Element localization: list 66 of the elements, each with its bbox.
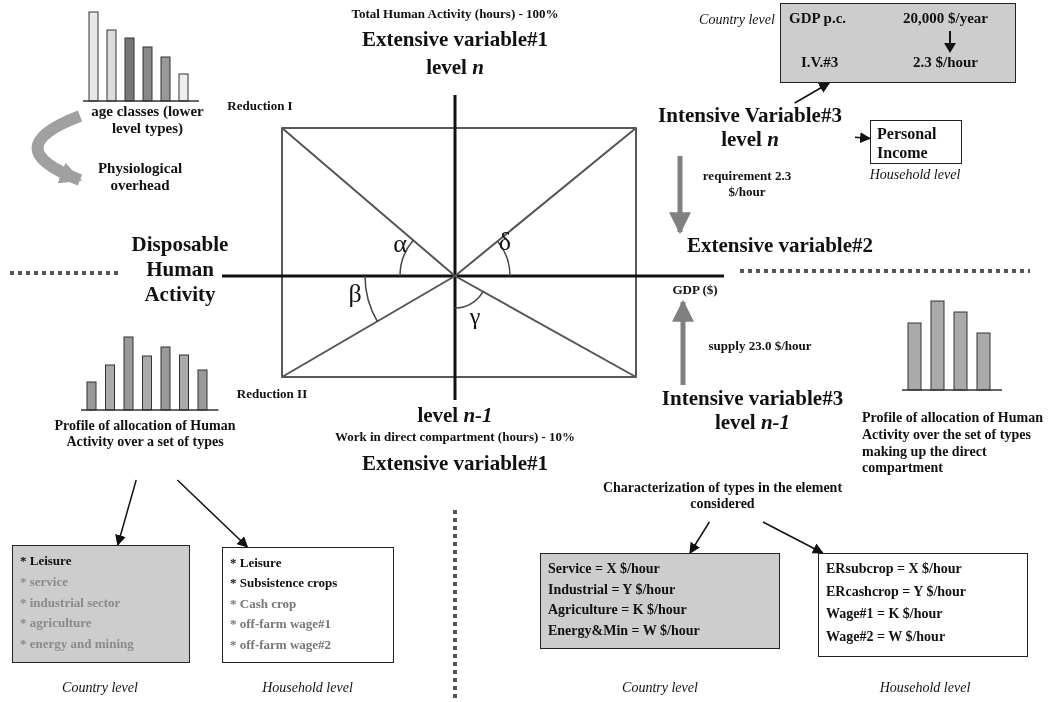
box-text: 20,000 $/year	[903, 10, 988, 27]
list-box	[818, 553, 1028, 657]
list-item: Agriculture = K $/hour	[548, 602, 687, 618]
caption-text: Physiological overhead	[80, 160, 200, 200]
list-item: Wage#2 = W $/hour	[826, 628, 946, 645]
variable-heading: Intensive Variable#3 level n	[645, 103, 855, 155]
level-caption: Household level	[868, 167, 962, 183]
arrow	[689, 521, 711, 554]
list-item: * agriculture	[20, 615, 92, 632]
arrow	[672, 299, 694, 385]
axis-title: Total Human Activity (hours) - 100%	[350, 6, 560, 22]
box-text: GDP p.c.	[789, 10, 847, 27]
curved-arrow	[31, 110, 83, 186]
caption-text: Characterization of types in the element considered	[600, 480, 845, 522]
list-item: * industrial sector	[20, 594, 121, 611]
axis-end-label: level n	[425, 55, 485, 81]
list-item: * off-farm wage#2	[230, 636, 332, 653]
variable-heading: Extensive variable#1	[360, 451, 550, 477]
axis-label: GDP ($)	[660, 283, 730, 301]
angle-symbol: γ	[468, 302, 482, 331]
list-box	[222, 547, 394, 663]
list-item: Service = X $/hour	[548, 561, 660, 577]
list-item: ERsubcrop = X $/hour	[826, 561, 962, 577]
list-item: * Cash crop	[230, 595, 297, 612]
box-text: 2.3 $/hour	[913, 54, 978, 71]
list-box	[540, 553, 780, 649]
list-item: Industrial = Y $/hour	[548, 581, 676, 598]
info-box	[780, 3, 1016, 83]
list-item: * Subsistence crops	[230, 575, 338, 592]
axis-end-label: Disposable Human Activity	[130, 232, 230, 308]
arrow	[115, 479, 137, 547]
list-item: * service	[20, 573, 68, 590]
angle-symbol: β	[347, 278, 363, 310]
chart-caption: Profile of allocation of Human Activity over the set of types making up the direct compartment	[862, 410, 1044, 478]
list-item: ERcashcrop = Y $/hour	[826, 583, 967, 600]
level-caption: Country level	[61, 680, 139, 696]
list-item: * off-farm wage#1	[230, 616, 332, 633]
variable-heading: Extensive variable#1	[360, 27, 550, 53]
angle-symbol: δ	[497, 226, 513, 258]
arrow	[669, 156, 691, 235]
list-item: * Leisure	[230, 555, 282, 571]
variable-heading: Intensive variable#3 level n-1	[645, 386, 860, 438]
info-box	[870, 120, 962, 164]
level-caption: Household level	[878, 680, 972, 696]
quadrant-label: Reduction I	[226, 98, 294, 114]
list-item: Energy&Min = W $/hour	[548, 622, 700, 639]
box-text: I.V.#3	[801, 54, 839, 71]
arrow	[794, 82, 831, 104]
arrow	[854, 132, 872, 144]
variable-heading: Extensive variable#2	[660, 233, 900, 261]
list-item: * energy and mining	[20, 636, 134, 653]
angle-symbol: α	[392, 228, 408, 260]
list-box	[12, 545, 190, 663]
arrow	[176, 479, 249, 548]
axis-title: Work in direct compartment (hours) - 10%	[333, 429, 577, 445]
axis-end-label: level n-1	[416, 403, 494, 429]
level-caption: Country level	[698, 12, 776, 28]
arrow	[762, 521, 824, 554]
list-item: Wage#1 = K $/hour	[826, 606, 943, 622]
level-caption: Household level	[261, 680, 354, 696]
quadrant-label: Reduction II	[235, 386, 309, 402]
box-text: Personal Income	[876, 124, 938, 164]
list-item: * Leisure	[20, 553, 72, 569]
chart-caption: age classes (lower level types)	[80, 103, 215, 147]
level-caption: Country level	[621, 680, 699, 696]
chart-caption: Profile of allocation of Human Activity over a set of types	[45, 418, 245, 480]
